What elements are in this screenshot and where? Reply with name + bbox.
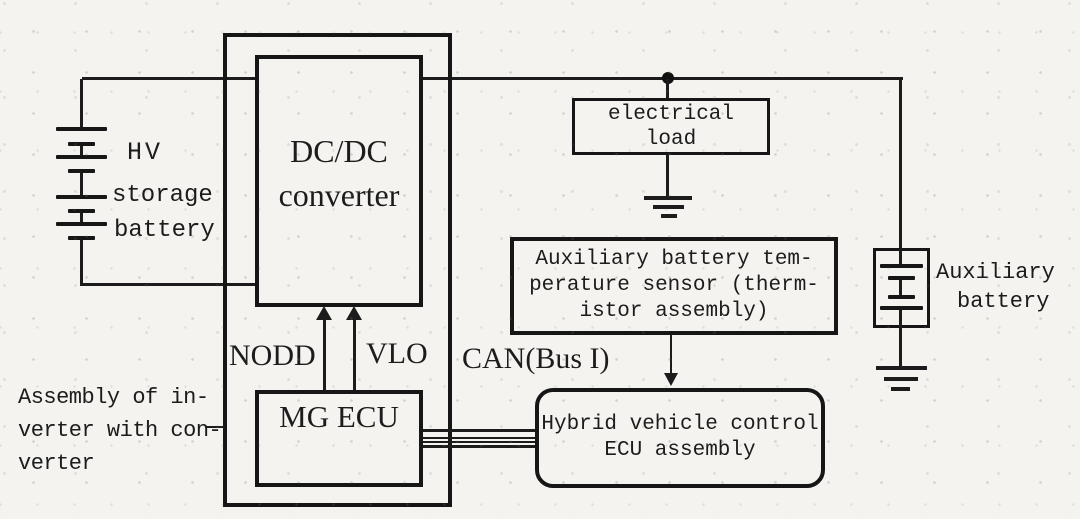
vlo-signal-label: VLO bbox=[366, 337, 428, 370]
aux-temp-sensor-line2: perature sensor (therm- bbox=[529, 274, 819, 297]
hv-battery-label-line3: battery bbox=[114, 217, 215, 244]
inverter-assembly-box bbox=[223, 33, 452, 507]
aux-temp-sensor-line1: Auxiliary battery tem- bbox=[535, 248, 813, 271]
wire-right-drop bbox=[899, 77, 902, 250]
dcdc-label-line1: DC/DC bbox=[290, 133, 388, 169]
wire-hv-bottom bbox=[80, 283, 257, 286]
hybrid-ecu-line1: Hybrid vehicle control bbox=[541, 413, 819, 436]
aux-temp-sensor-line3: istor assembly) bbox=[579, 300, 769, 323]
aux-battery-label-line2: battery bbox=[957, 289, 1050, 314]
assembly-note-line3: verter bbox=[18, 451, 95, 476]
wire-load-drop bbox=[666, 79, 669, 100]
dcdc-converter-box: DC/DC converter bbox=[255, 55, 423, 307]
assembly-note-line1: Assembly of in- bbox=[18, 385, 209, 410]
hv-battery-label-line1: HV bbox=[127, 138, 164, 167]
hybrid-ecu-line2: ECU assembly bbox=[604, 439, 756, 462]
aux-battery-label-line1: Auxiliary bbox=[936, 260, 1055, 285]
assembly-note: Assembly of in- verter with con- verter bbox=[18, 381, 222, 480]
electrical-load-box: electrical load bbox=[572, 98, 770, 155]
mg-ecu-label: MG ECU bbox=[279, 399, 399, 434]
wire-hv-top bbox=[82, 77, 255, 80]
assembly-note-line2: verter with con- bbox=[18, 418, 222, 443]
wire-load-ground bbox=[666, 153, 669, 197]
can-bus-lines bbox=[423, 429, 536, 448]
assembly-note-leader-line bbox=[206, 426, 225, 428]
electrical-load-line2: load bbox=[645, 127, 697, 151]
junction-dot bbox=[662, 72, 674, 84]
hybrid-ecu-box: Hybrid vehicle control ECU assembly bbox=[535, 388, 825, 488]
dcdc-label-line2: converter bbox=[278, 177, 400, 213]
hv-battery-label-line2: storage bbox=[112, 182, 213, 209]
mg-ecu-box: MG ECU bbox=[255, 390, 423, 487]
electrical-load-line1: electrical bbox=[607, 102, 735, 126]
nodd-signal-label: NODD bbox=[229, 339, 316, 372]
aux-temp-sensor-box: Auxiliary battery tem- perature sensor (… bbox=[510, 237, 838, 335]
can-bus-label: CAN(Bus I) bbox=[462, 342, 610, 375]
